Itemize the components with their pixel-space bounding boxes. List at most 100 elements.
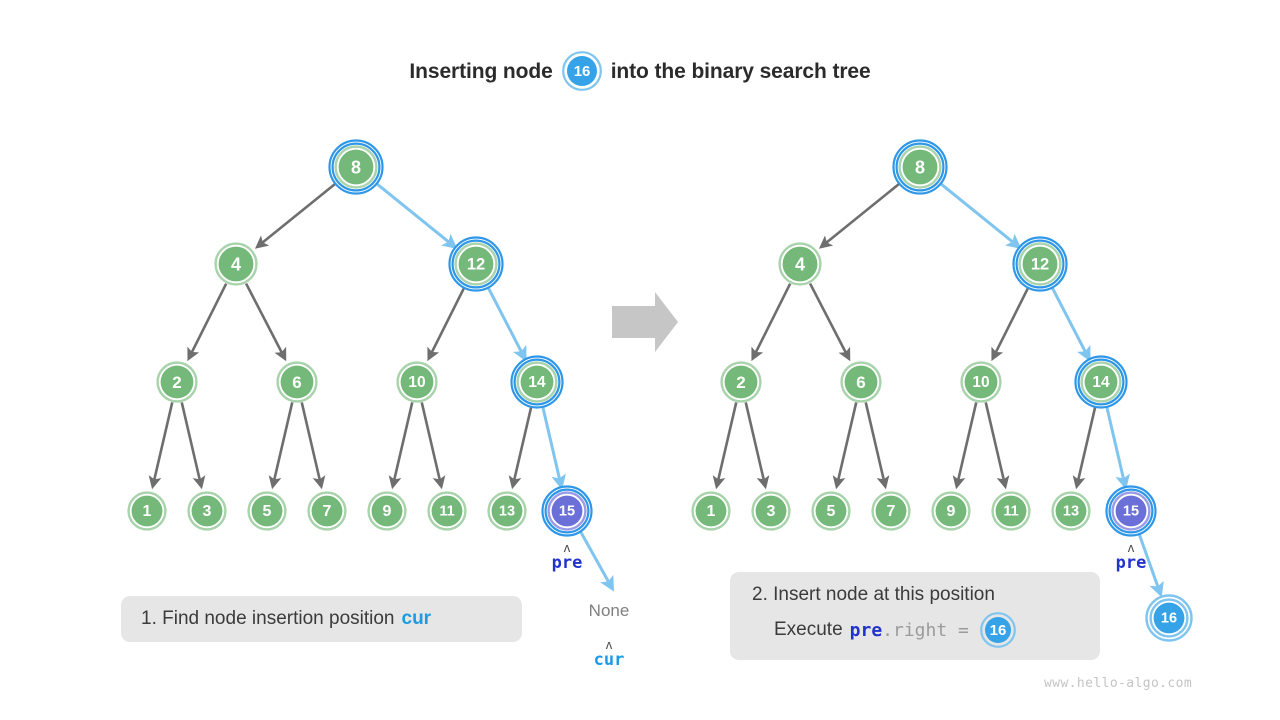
caret-up-icon: ʌ — [605, 637, 613, 652]
node-label: 11 — [1003, 504, 1018, 520]
caption-step-2-line-2: Execute pre .right = 16 — [752, 612, 1078, 648]
edge-L6-L7 — [300, 402, 326, 490]
caret-up-icon: ʌ — [563, 540, 571, 555]
tree-node-7[interactable]: 7 — [871, 491, 911, 531]
pointer-pre-right-text: pre — [1115, 553, 1147, 573]
node-label: 14 — [1092, 374, 1110, 391]
edge-L14-L13 — [508, 402, 534, 490]
caret-up-icon: ʌ — [1127, 540, 1135, 555]
node-label: 8 — [351, 158, 361, 178]
caption-step-2-execute-label: Execute — [774, 619, 843, 640]
tree-node-4[interactable]: 4 — [778, 242, 822, 286]
node-label: 12 — [1031, 256, 1049, 274]
node-label: 4 — [795, 255, 805, 275]
node-label: 9 — [947, 503, 956, 520]
node-label: 9 — [383, 503, 392, 520]
node-label: 13 — [499, 504, 515, 520]
tree-node-2[interactable]: 2 — [720, 361, 762, 403]
before-insertion-tree-edges — [148, 179, 615, 592]
tree-node-16[interactable]: 16 — [1145, 594, 1193, 642]
tree-node-7[interactable]: 7 — [307, 491, 347, 531]
node-label: 10 — [408, 374, 425, 391]
edge-L10-L11 — [420, 402, 446, 490]
tree-node-15[interactable]: 15 — [1105, 485, 1157, 537]
node-label: 14 — [528, 374, 546, 391]
title-text-after: into the binary search tree — [610, 60, 871, 83]
node-label: 7 — [323, 503, 332, 520]
tree-node-11[interactable]: 11 — [427, 491, 467, 531]
edge-L4-L2 — [187, 283, 228, 362]
tree-node-5[interactable]: 5 — [811, 491, 851, 531]
node-label: 7 — [887, 503, 896, 520]
caption-step-2-line-1: 2. Insert node at this position — [752, 584, 1078, 606]
right-block-arrow — [612, 292, 678, 352]
node-label: 2 — [172, 373, 181, 392]
tree-node-3[interactable]: 3 — [751, 491, 791, 531]
node-label: 8 — [915, 158, 925, 178]
tree-node-12[interactable]: 12 — [448, 236, 504, 292]
pointer-none-left: None — [564, 601, 654, 621]
node-label: 2 — [736, 373, 745, 392]
tree-node-13[interactable]: 13 — [1051, 491, 1091, 531]
edge-R10-R11 — [984, 402, 1010, 490]
tree-node-2[interactable]: 2 — [156, 361, 198, 403]
title-node-16: 16 — [561, 51, 602, 91]
caption-step-2-keyword-pre: pre — [849, 619, 883, 641]
edge-L8-L12 — [372, 179, 458, 250]
node-label: 6 — [292, 373, 301, 392]
tree-node-9[interactable]: 9 — [367, 491, 407, 531]
caption-step-2: 2. Insert node at this position Execute … — [730, 572, 1100, 660]
node-label: 6 — [856, 373, 865, 392]
tree-node-9[interactable]: 9 — [931, 491, 971, 531]
tree-node-4[interactable]: 4 — [214, 242, 258, 286]
edge-R8-R12 — [936, 179, 1022, 250]
node-label: 3 — [203, 503, 212, 520]
tree-node-1[interactable]: 1 — [691, 491, 731, 531]
node-label: 1 — [143, 503, 152, 520]
edge-R6-R7 — [864, 402, 890, 490]
edge-L14-L15 — [540, 402, 566, 490]
node-label: 13 — [1063, 504, 1079, 520]
caption-step-1-line: 1. Find node insertion position cur — [141, 608, 502, 630]
tree-node-5[interactable]: 5 — [247, 491, 287, 531]
after-insertion-tree-edges — [712, 179, 1164, 598]
tree-node-10[interactable]: 10 — [396, 361, 438, 403]
node-label: 5 — [827, 503, 836, 520]
caption-step-1: 1. Find node insertion position cur — [121, 596, 522, 642]
tree-node-15[interactable]: 15 — [541, 485, 593, 537]
node-circle: 16 — [561, 51, 602, 91]
tree-node-3[interactable]: 3 — [187, 491, 227, 531]
tree-node-11[interactable]: 11 — [991, 491, 1031, 531]
tree-node-1[interactable]: 1 — [127, 491, 167, 531]
edge-L10-L9 — [388, 402, 414, 490]
edge-R14-R13 — [1072, 402, 1098, 490]
edge-R6-R5 — [832, 402, 858, 490]
tree-node-6[interactable]: 6 — [276, 361, 318, 403]
tree-node-13[interactable]: 13 — [487, 491, 527, 531]
tree-node-6[interactable]: 6 — [840, 361, 882, 403]
edge-R4-R2 — [751, 283, 792, 362]
tree-node-8[interactable]: 8 — [328, 139, 384, 195]
tree-node-12[interactable]: 12 — [1012, 236, 1068, 292]
caption-step-2-node-16: 16 — [979, 612, 1016, 648]
node-label: 15 — [559, 504, 575, 520]
edge-R15-R16 — [1136, 529, 1164, 598]
edge-R2-R1 — [712, 402, 738, 490]
edge-L12-L14 — [484, 282, 527, 362]
edge-L12-L10 — [427, 283, 468, 362]
pointer-pre-left-text: pre — [551, 553, 583, 573]
edge-R2-R3 — [744, 402, 770, 490]
tree-node-10[interactable]: 10 — [960, 361, 1002, 403]
edge-R14-R15 — [1104, 402, 1130, 490]
edge-L4-L6 — [244, 282, 287, 362]
tree-node-14[interactable]: 14 — [510, 355, 564, 409]
tree-node-14[interactable]: 14 — [1074, 355, 1128, 409]
edge-R8-R4 — [818, 179, 904, 249]
tree-node-8[interactable]: 8 — [892, 139, 948, 195]
node-label: 10 — [972, 374, 989, 391]
